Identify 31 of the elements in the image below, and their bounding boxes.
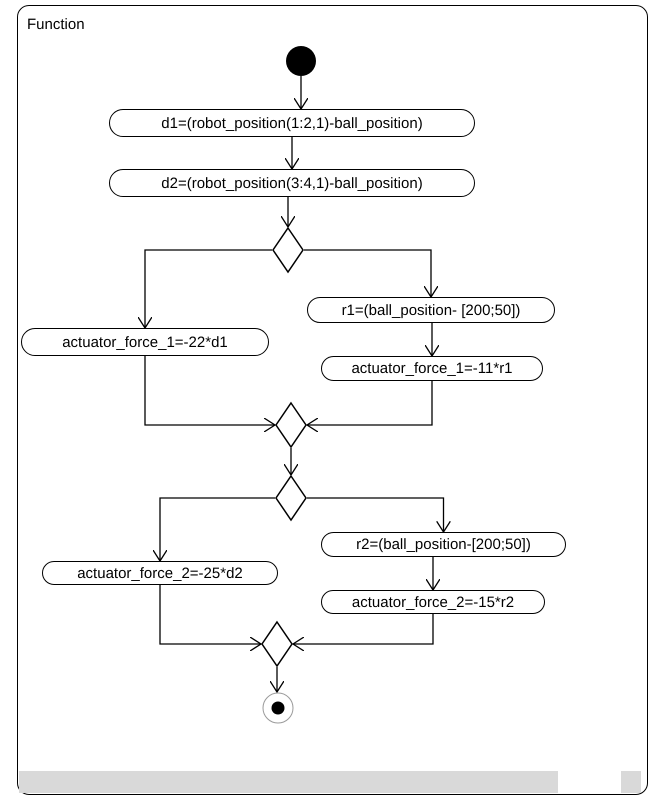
arrow	[269, 667, 285, 693]
arrow	[292, 614, 434, 652]
decision-diamond	[275, 475, 307, 521]
action-node: actuator_force_2=-25*d2	[42, 561, 278, 585]
action-node: d2=(robot_position(3:4,1)-ball_position)	[109, 169, 475, 197]
activity-frame	[17, 5, 648, 795]
decision-diamond	[261, 621, 293, 667]
initial-node	[286, 46, 316, 76]
arrow	[307, 497, 452, 533]
arrow	[304, 249, 439, 298]
action-node: actuator_force_1=-22*d1	[21, 328, 269, 356]
action-node: d1=(robot_position(1:2,1)-ball_position)	[109, 109, 475, 137]
arrow	[284, 137, 300, 170]
arrow	[424, 323, 440, 357]
arrow	[152, 497, 275, 562]
action-node: actuator_force_2=-15*r2	[321, 590, 545, 614]
action-node: r1=(ball_position- [200;50])	[307, 297, 555, 323]
action-node: r2=(ball_position-[200;50])	[321, 532, 566, 557]
arrow	[425, 557, 441, 591]
decision-diamond	[275, 402, 307, 448]
arrow	[283, 448, 299, 476]
action-node: actuator_force_1=-11*r1	[321, 356, 543, 381]
arrow	[159, 585, 262, 652]
decision-diamond	[272, 227, 304, 273]
final-node	[262, 692, 294, 724]
arrow	[306, 381, 433, 433]
arrow	[137, 249, 272, 329]
arrow	[144, 356, 276, 433]
frame-title: Function	[27, 15, 85, 35]
arrow	[280, 197, 296, 228]
arrow	[293, 76, 309, 110]
